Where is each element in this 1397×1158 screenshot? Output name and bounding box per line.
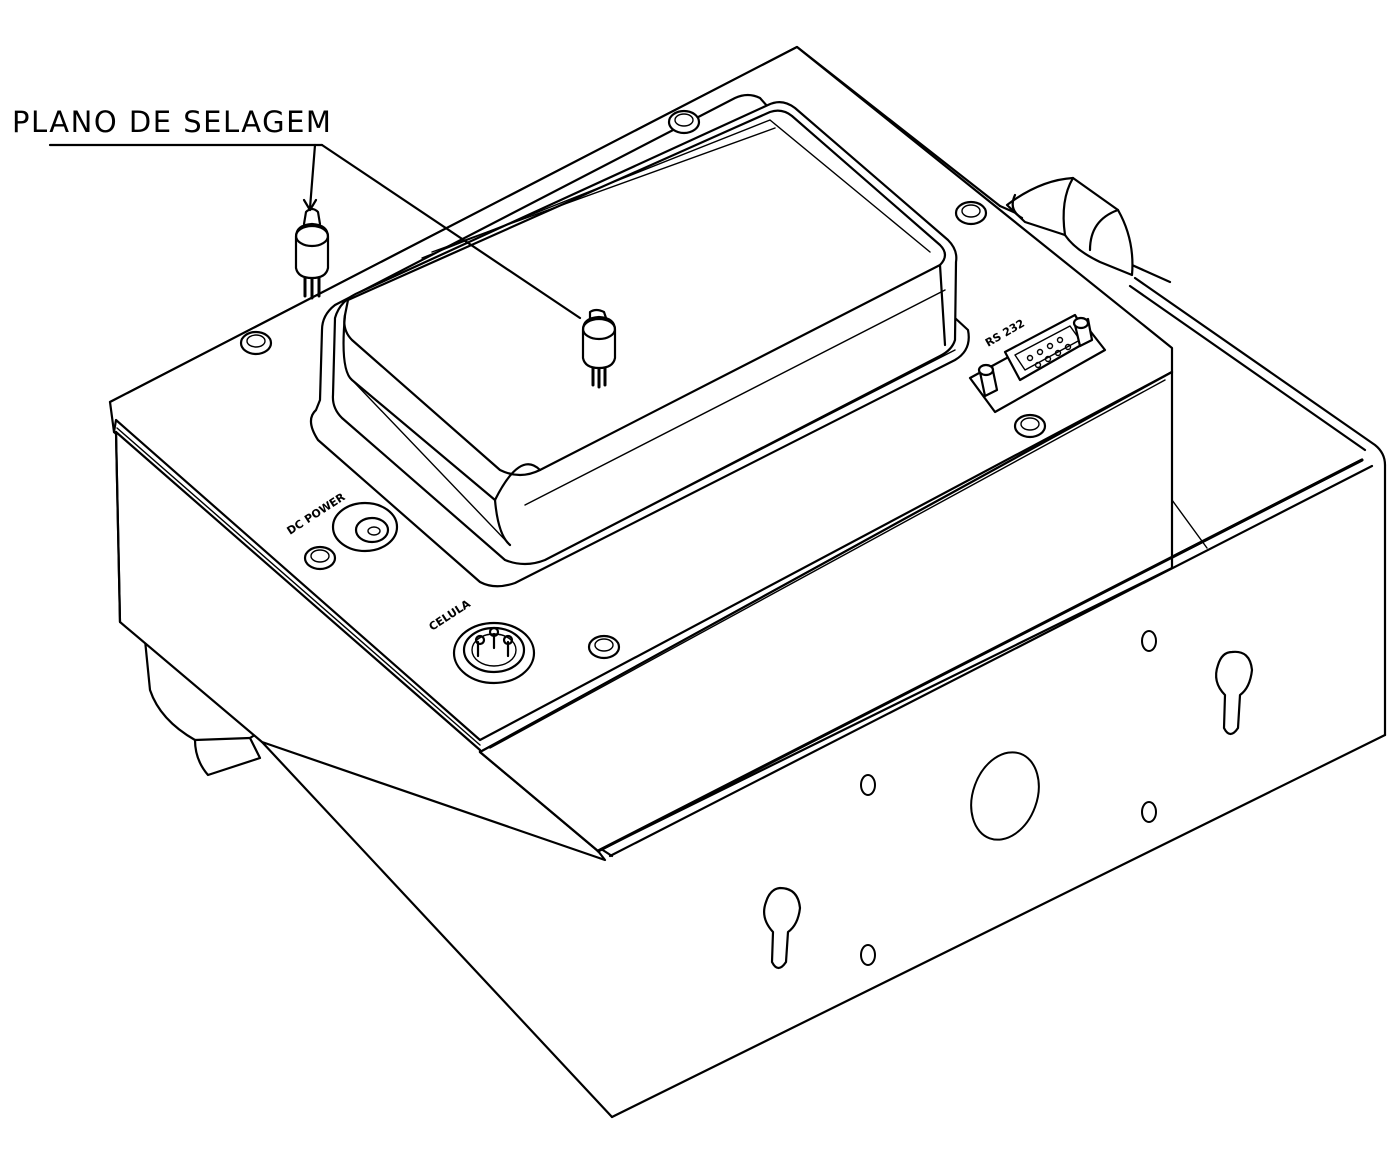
rs232-standoff: [977, 363, 999, 398]
keyhole-slot: [1215, 650, 1254, 736]
callout-arrowhead: [302, 198, 318, 212]
callout-leader-left: [308, 143, 317, 210]
callout-leader-center: [320, 143, 582, 320]
seal-screw-center: [581, 308, 617, 389]
screw: [239, 330, 273, 356]
screw: [667, 109, 701, 135]
bracket-hole: [1141, 630, 1157, 652]
sealing-plane-callout: PLANO DE SELAGEM: [12, 105, 582, 320]
top-plate-screws: [239, 109, 1047, 660]
screw: [1013, 413, 1047, 439]
right-knob: [1005, 176, 1134, 277]
bracket-center-hole: [970, 751, 1040, 841]
bracket-hole: [860, 944, 876, 966]
bracket-holes: [763, 630, 1254, 970]
screw: [954, 200, 988, 226]
bracket-hole: [1141, 801, 1157, 823]
sealing-plane-label: PLANO DE SELAGEM: [12, 105, 332, 139]
seal-screw-left: [294, 207, 330, 300]
bracket-hole: [860, 774, 876, 796]
display-cover: [309, 93, 970, 588]
rs232-standoff: [1072, 316, 1094, 348]
screw: [303, 545, 337, 571]
screw: [587, 634, 621, 660]
keyhole-slot: [763, 886, 802, 970]
